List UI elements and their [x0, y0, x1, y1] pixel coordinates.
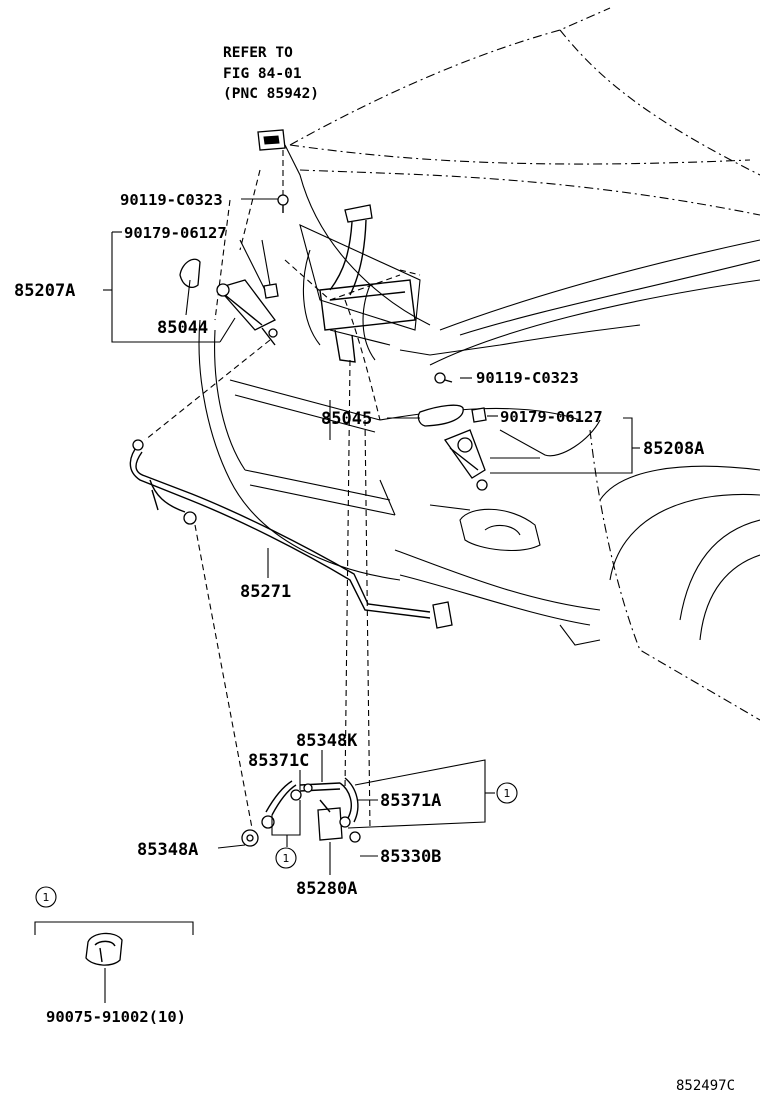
label-clip-left: 90179-06127 [124, 224, 227, 242]
refer-note-line1: REFER TO [223, 45, 293, 61]
callout-circle-1 [275, 847, 297, 869]
label-cap-left: 85044 [157, 318, 208, 338]
label-clip-right: 90179-06127 [500, 408, 603, 426]
label-valve-b: 85330B [380, 847, 441, 867]
label-bolt-left: 90119-C0323 [120, 191, 223, 209]
refer-note-line3: (PNC 85942) [223, 86, 319, 102]
part-labels: REFER TO FIG 84-01 (PNC 85942) 90119-C03… [14, 45, 735, 1094]
callout-ref2: 1 [504, 787, 511, 800]
leader-lines [103, 198, 640, 1003]
callout-circle-2 [496, 782, 518, 804]
label-joint-a: 85348A [137, 840, 198, 860]
lower-hose-assembly [241, 777, 361, 847]
washer-tank-icon [319, 204, 416, 363]
callout-ref3: 1 [43, 891, 50, 904]
label-hose-a: 85371A [380, 791, 441, 811]
label-bolt-right: 90119-C0323 [476, 369, 579, 387]
callout-circle-3 [35, 886, 57, 908]
refer-note-line2: FIG 84-01 [223, 66, 302, 82]
right-washer-assembly [417, 372, 488, 491]
label-hose-k: 85348K [296, 731, 358, 751]
label-valve-a: 85280A [296, 879, 357, 899]
callout-circles: 1 1 1 [35, 782, 518, 908]
label-cap-right: 85045 [321, 409, 372, 429]
label-clamp-part: 90075-91002(10) [46, 1008, 186, 1026]
connector-lines [144, 150, 421, 831]
label-assy-right: 85208A [643, 439, 704, 459]
label-hose-main: 85271 [240, 582, 291, 602]
label-hose-c: 85371C [248, 751, 309, 771]
label-assy-left: 85207A [14, 281, 75, 301]
clamp-detail [34, 921, 194, 966]
hose-85271 [129, 439, 453, 629]
left-washer-assembly [179, 129, 289, 346]
figure-code: 852497C [676, 1078, 735, 1094]
vehicle-body [198, 7, 760, 721]
callout-ref1: 1 [283, 852, 290, 865]
